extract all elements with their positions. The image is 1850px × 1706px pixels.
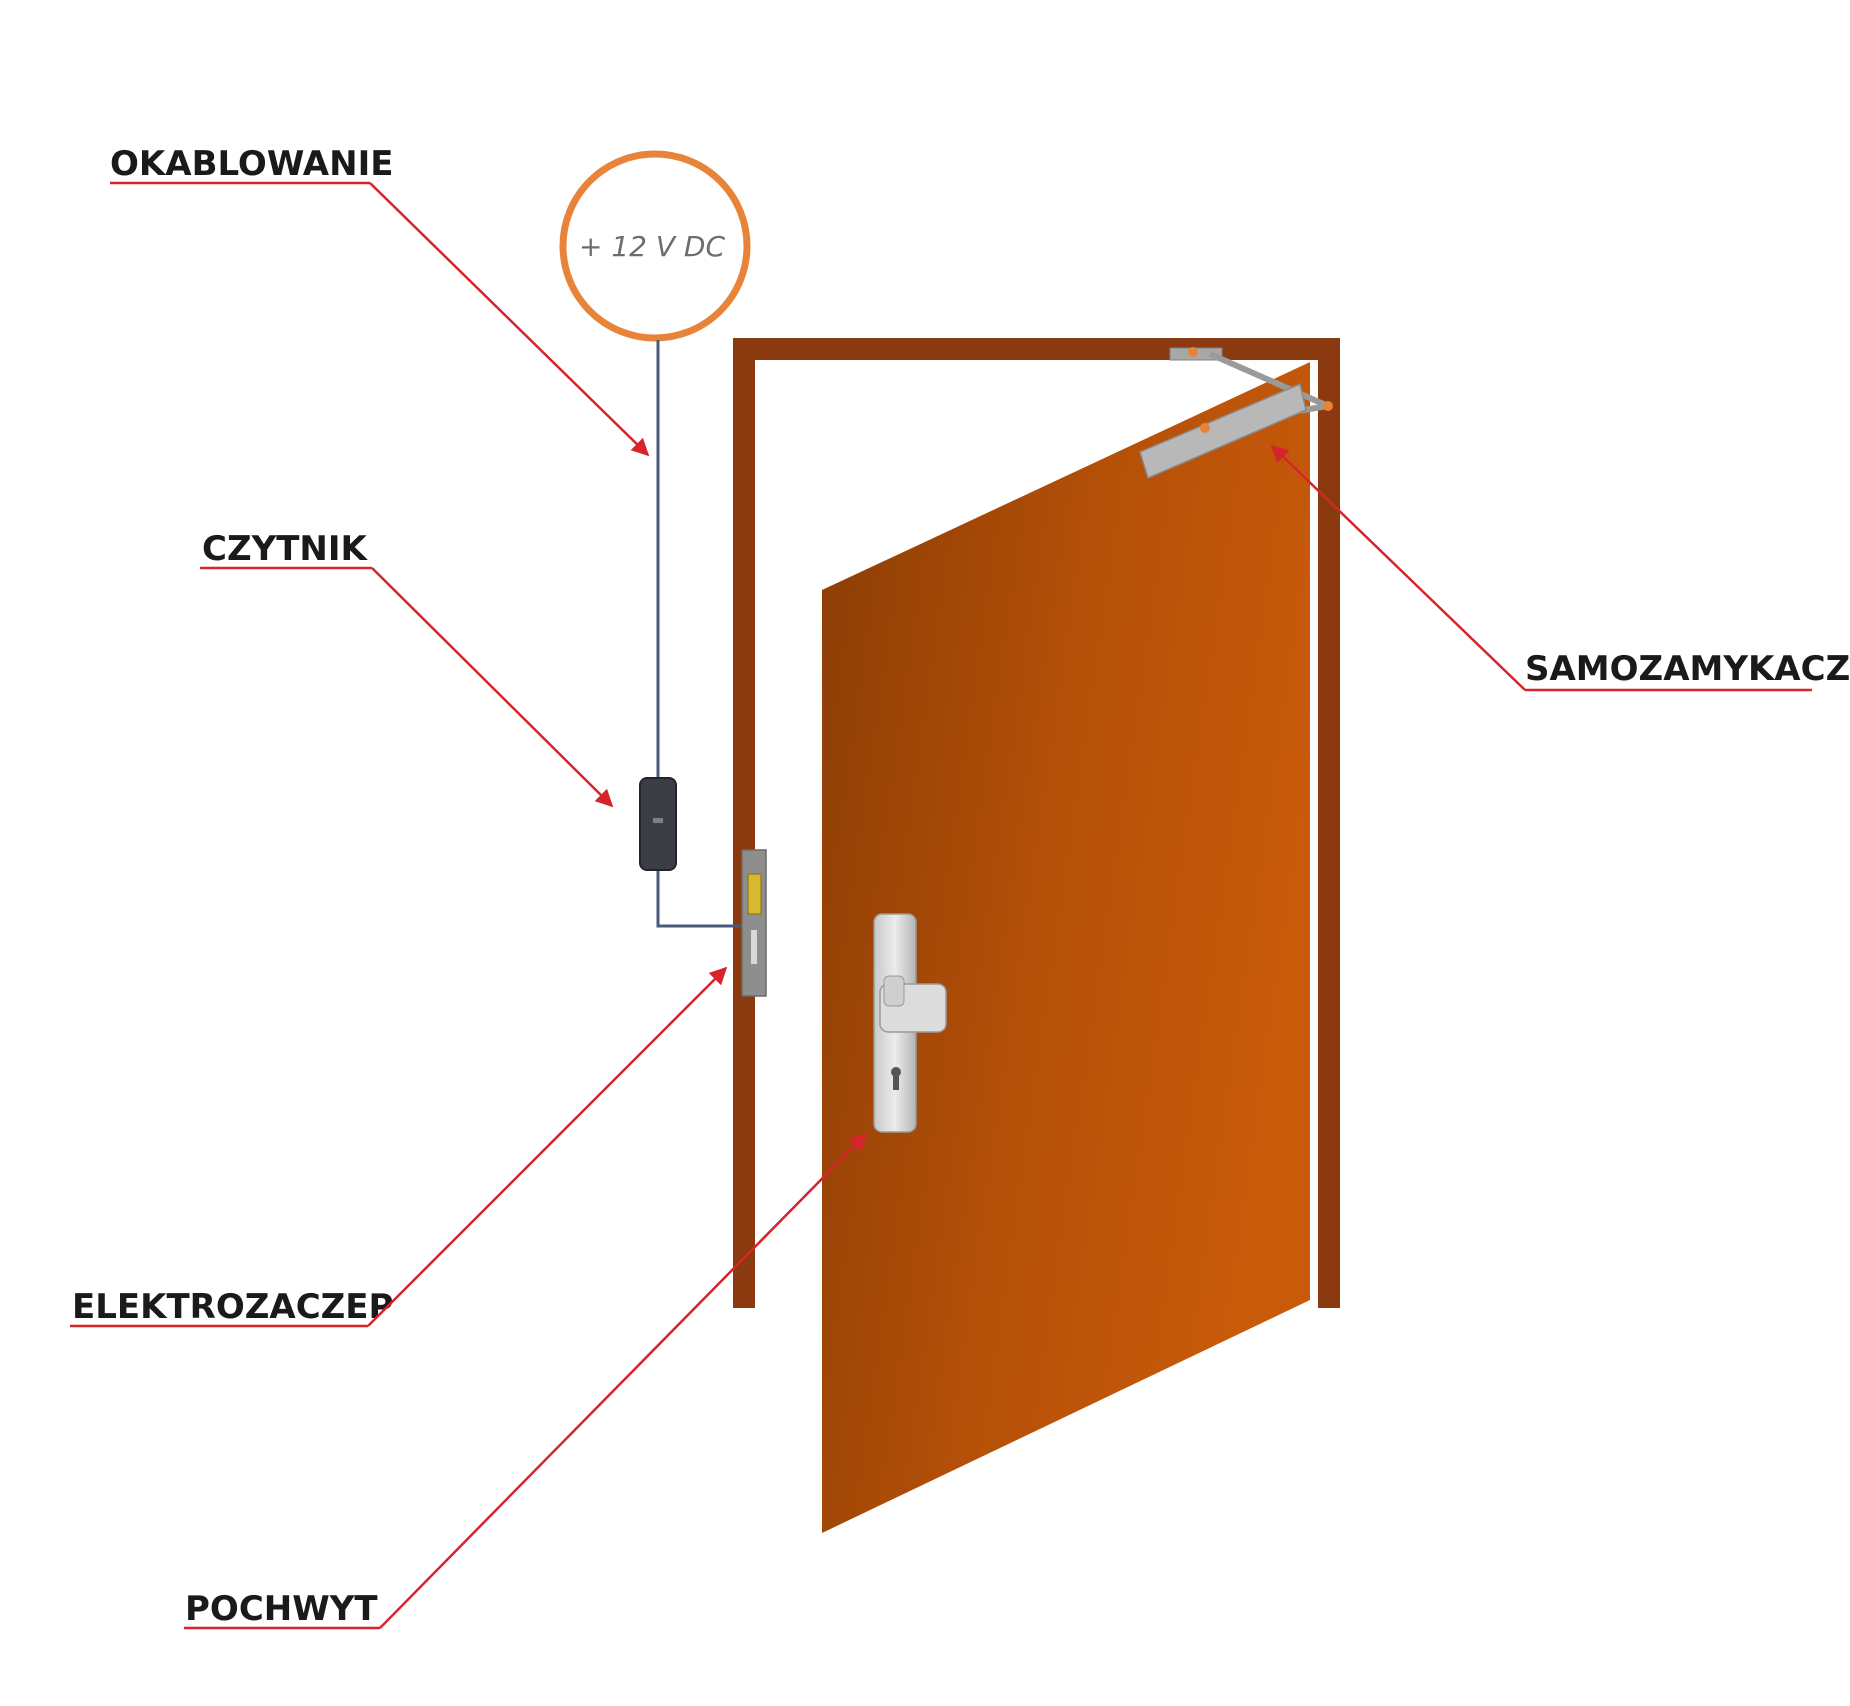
label-door-closer-text: SAMOZAMYKACZ: [1525, 649, 1850, 689]
door-frame: [733, 338, 1340, 1308]
door-handle: [873, 913, 947, 1133]
frame-left-jamb: [733, 338, 755, 1308]
label-electric-strike: ELEKTROZACZEP: [70, 966, 728, 1328]
power-supply: + 12 V DC: [559, 150, 751, 342]
frame-top: [733, 338, 1340, 360]
label-wiring-text: OKABLOWANIE: [110, 144, 393, 184]
door-closer-arm-1: [1208, 351, 1330, 409]
handle-lever-neck: [883, 975, 905, 1007]
label-reader: CZYTNIK: [200, 529, 614, 808]
label-door-closer: SAMOZAMYKACZ: [1270, 444, 1850, 692]
label-electric-strike-text: ELEKTROZACZEP: [72, 1287, 393, 1327]
power-supply-ring: [559, 150, 751, 342]
door-closer-pivot-3: [1200, 423, 1210, 433]
label-handle: POCHWYT: [184, 1132, 868, 1630]
label-reader-text: CZYTNIK: [202, 529, 369, 569]
label-handle-text: POCHWYT: [185, 1589, 378, 1629]
electric-strike-slot: [751, 930, 757, 964]
electric-strike-latch: [747, 873, 762, 915]
power-supply-label: + 12 V DC: [579, 230, 726, 263]
card-reader-indicator: [653, 818, 663, 823]
door-closer-body: [1139, 382, 1307, 480]
door-closer: [1139, 347, 1333, 480]
keyhole-icon: [891, 1067, 901, 1090]
label-wiring: OKABLOWANIE: [110, 144, 650, 457]
door-leaf: [822, 362, 1310, 1533]
electric-strike-plate: [741, 849, 767, 997]
electric-strike: [741, 849, 767, 997]
cable: [656, 340, 742, 928]
door-closer-pivot-2: [1323, 401, 1333, 411]
card-reader-body: [639, 777, 677, 871]
door-closer-pivot-1: [1188, 347, 1198, 357]
card-reader: [639, 777, 677, 871]
cable-reader-to-strike: [656, 868, 742, 928]
frame-right-jamb: [1318, 338, 1340, 1308]
